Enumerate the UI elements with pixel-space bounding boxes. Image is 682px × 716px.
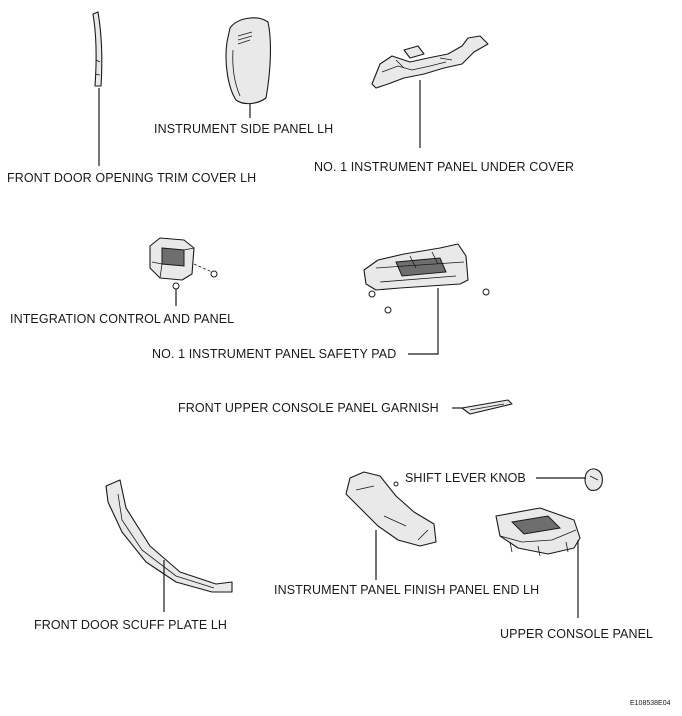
- under-cover-part: [371, 35, 489, 89]
- safety-pad-part: [363, 243, 490, 314]
- label-front-door-opening-trim: FRONT DOOR OPENING TRIM COVER LH: [7, 171, 257, 185]
- label-scuff-plate: FRONT DOOR SCUFF PLATE LH: [34, 618, 228, 632]
- console-garnish-part: [461, 399, 513, 415]
- label-finish-panel-end: INSTRUMENT PANEL FINISH PANEL END LH: [274, 583, 540, 597]
- label-instrument-side-panel: INSTRUMENT SIDE PANEL LH: [154, 122, 334, 136]
- front-door-opening-trim-cover-part: [92, 11, 103, 87]
- label-console-garnish: FRONT UPPER CONSOLE PANEL GARNISH: [178, 401, 439, 415]
- figure-code: E108538E04: [630, 700, 671, 707]
- label-shift-lever-knob: SHIFT LEVER KNOB: [405, 471, 526, 485]
- label-under-cover: NO. 1 INSTRUMENT PANEL UNDER COVER: [314, 160, 575, 174]
- shift-lever-knob-part: [584, 468, 603, 491]
- integration-screw-dash: [193, 263, 213, 273]
- label-integration-control: INTEGRATION CONTROL AND PANEL: [10, 312, 235, 326]
- scuff-plate-part: [105, 479, 233, 593]
- integration-control-part: [149, 237, 218, 290]
- instrument-side-panel-part: [225, 17, 272, 105]
- upper-console-part: [495, 507, 581, 557]
- finish-panel-end-part: [345, 471, 437, 547]
- label-upper-console: UPPER CONSOLE PANEL: [500, 627, 654, 641]
- leader-safety-pad: [408, 288, 439, 355]
- label-safety-pad: NO. 1 INSTRUMENT PANEL SAFETY PAD: [152, 347, 397, 361]
